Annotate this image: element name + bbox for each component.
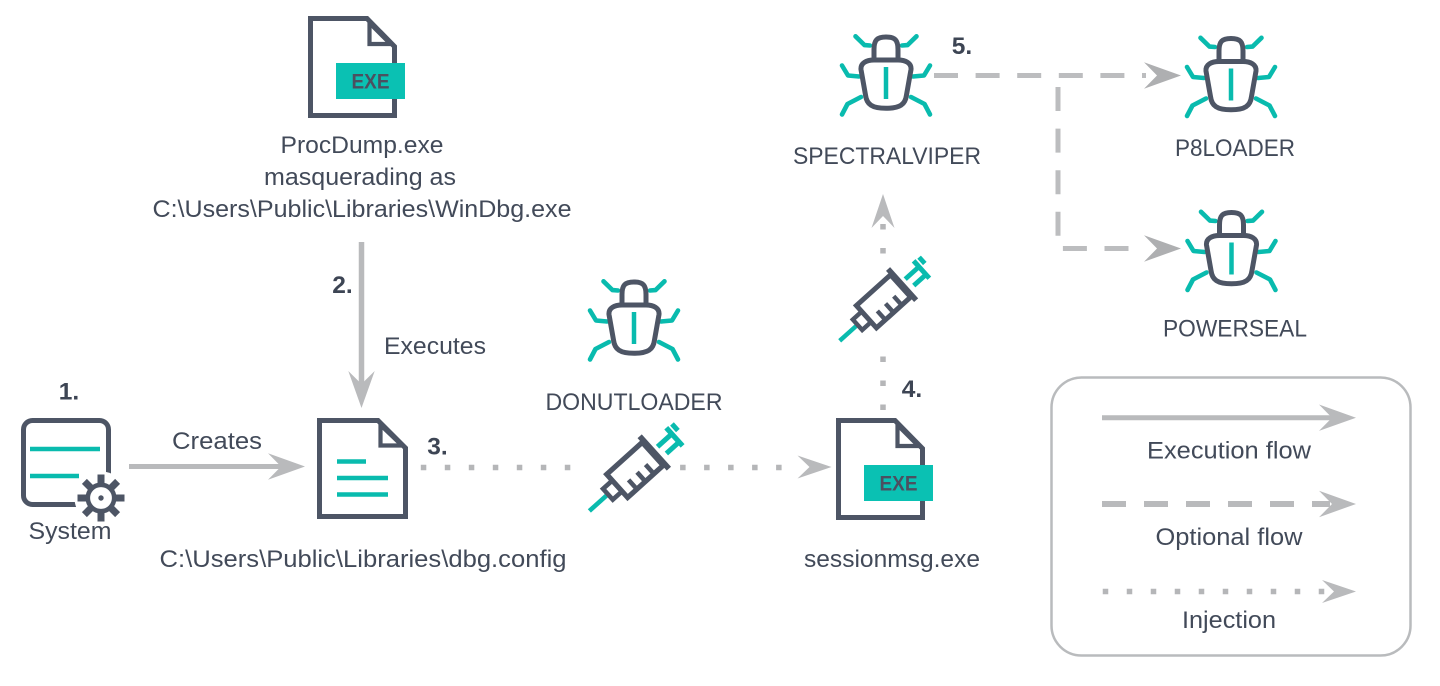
svg-text:SPECTRALVIPER: SPECTRALVIPER <box>793 143 981 170</box>
svg-text:Injection: Injection <box>1182 607 1276 634</box>
svg-text:System: System <box>29 518 112 545</box>
svg-text:Optional flow: Optional flow <box>1156 524 1304 551</box>
svg-text:sessionmsg.exe: sessionmsg.exe <box>804 546 980 573</box>
svg-text:P8LOADER: P8LOADER <box>1175 135 1295 162</box>
svg-text:2.: 2. <box>332 272 352 299</box>
svg-text:DONUTLOADER: DONUTLOADER <box>546 389 723 416</box>
svg-text:Execution flow: Execution flow <box>1147 438 1312 465</box>
svg-text:C:\Users\Public\Libraries\dbg.: C:\Users\Public\Libraries\dbg.config <box>160 546 567 573</box>
svg-text:4.: 4. <box>902 376 922 403</box>
svg-text:Executes: Executes <box>384 333 486 360</box>
svg-text:C:\Users\Public\Libraries\WinD: C:\Users\Public\Libraries\WinDbg.exe <box>153 196 572 223</box>
svg-text:POWERSEAL: POWERSEAL <box>1163 316 1307 343</box>
svg-text:5.: 5. <box>952 33 972 60</box>
svg-text:1.: 1. <box>59 379 79 406</box>
svg-text:3.: 3. <box>427 434 447 461</box>
svg-text:ProcDump.exe: ProcDump.exe <box>281 132 444 159</box>
svg-text:Creates: Creates <box>172 428 262 455</box>
svg-text:masquerading as: masquerading as <box>264 164 456 191</box>
